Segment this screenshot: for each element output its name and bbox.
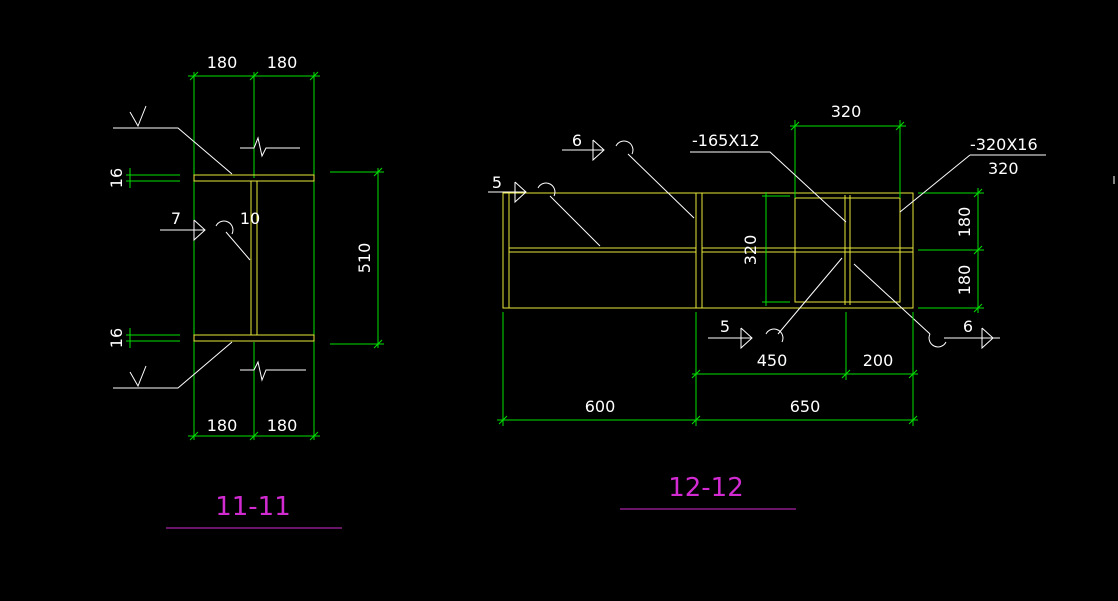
weld-symbol-5-bottom [740, 327, 753, 350]
section-11-11: 180 180 180 180 510 16 16 [107, 53, 384, 529]
dim-height: 510 [355, 243, 374, 274]
dim-flange-bottom: 16 [107, 328, 126, 348]
weld-symbol-6-right [981, 327, 994, 350]
section-title-12: 12-12 [668, 473, 744, 503]
end-plate-region [695, 192, 914, 309]
dim-bottom-right: 180 [267, 416, 298, 435]
dim-top-right: 180 [267, 53, 298, 72]
weld-symbol-bottom [129, 365, 147, 388]
weld-circle-7 [215, 220, 234, 235]
dim-flange-top: 16 [107, 168, 126, 188]
plate-320 [794, 197, 901, 303]
stiffener-leader [690, 151, 847, 223]
weld-size-7: 7 [171, 209, 181, 228]
weld-label-5-bottom: 5 [720, 317, 730, 336]
top-flange [193, 174, 315, 182]
weld-symbol-5-left [514, 181, 527, 204]
stiffener-label: -165X12 [692, 131, 760, 150]
beam-elevation [502, 192, 697, 309]
end-plate-label: -320X16 [970, 135, 1038, 154]
dim-upper: 180 [955, 207, 974, 238]
dim-650: 650 [790, 397, 821, 416]
break-line-top [240, 136, 300, 158]
section-12-12: 320 180 180 320 -165X12 -320X16 320 6 [488, 102, 1046, 510]
dim-bottom-left: 180 [207, 416, 238, 435]
weld-leader-top [113, 127, 233, 175]
bottom-flange [193, 334, 315, 342]
web-thickness-label: 10 [240, 209, 260, 228]
dim-plate-width: 320 [831, 102, 862, 121]
dim-plate-height: 320 [741, 235, 760, 266]
section-title-11: 11-11 [215, 492, 291, 522]
weld-leader-bottom [113, 341, 233, 389]
dim-450: 450 [757, 351, 788, 370]
dim-600: 600 [585, 397, 616, 416]
weld-label-5-left: 5 [492, 173, 502, 192]
dim-top-left: 180 [207, 53, 238, 72]
weld-symbol-6-top [592, 139, 605, 162]
weld-label-6-top: 6 [572, 131, 582, 150]
dim-lower: 180 [955, 265, 974, 296]
weld-symbol-7 [193, 219, 206, 242]
end-plate-leader [899, 154, 971, 213]
weld-label-6-right: 6 [963, 317, 973, 336]
end-plate-size: 320 [988, 159, 1019, 178]
dim-200: 200 [863, 351, 894, 370]
weld-symbol-top [129, 105, 147, 128]
break-line-bottom [240, 360, 306, 382]
